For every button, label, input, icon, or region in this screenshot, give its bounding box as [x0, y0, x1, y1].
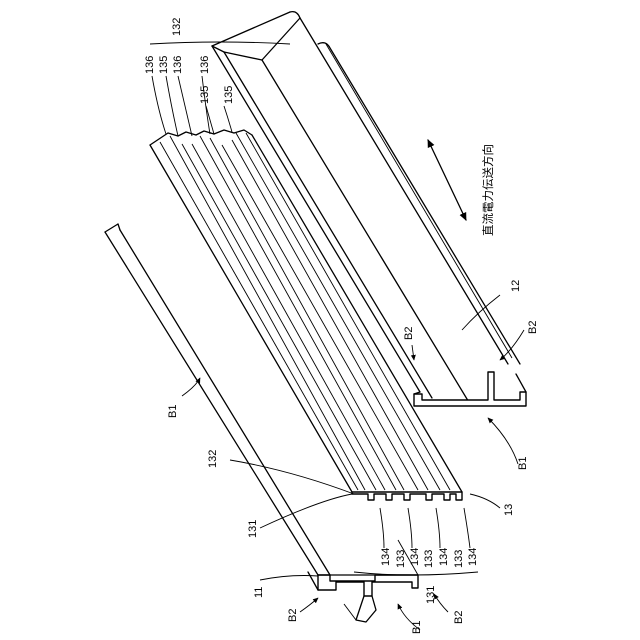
- label-133-c: 133: [453, 550, 465, 568]
- label-135-a: 135: [158, 56, 170, 74]
- label-b2-bottom: B2: [453, 611, 465, 624]
- label-135-b: 135: [199, 86, 211, 104]
- direction-label: 直流電力伝送方向: [481, 144, 495, 236]
- label-136-c: 136: [199, 56, 211, 74]
- label-133-a: 133: [395, 550, 407, 568]
- direction-arrow: [428, 140, 466, 220]
- label-136-b: 136: [172, 56, 184, 74]
- label-132-mid: 132: [207, 450, 219, 468]
- channel-11: [105, 224, 418, 622]
- label-b2-right: B2: [527, 321, 539, 334]
- label-135-c: 135: [223, 86, 235, 104]
- label-133-b: 133: [423, 550, 435, 568]
- label-136-a: 136: [144, 56, 156, 74]
- label-131-bottom: 131: [425, 586, 437, 604]
- conductor-13: [150, 130, 462, 500]
- channel-12: [212, 12, 526, 406]
- label-131-left: 131: [247, 520, 259, 538]
- label-134-d: 134: [467, 548, 479, 566]
- label-134-b: 134: [409, 548, 421, 566]
- label-12: 12: [510, 280, 522, 292]
- label-134-c: 134: [438, 548, 450, 566]
- label-b1-left: B1: [167, 405, 179, 418]
- label-b1-bottom: B1: [411, 621, 423, 634]
- label-11: 11: [253, 587, 265, 598]
- label-b2-left: B2: [287, 609, 299, 622]
- label-b2-top: B2: [403, 327, 415, 340]
- label-13: 13: [503, 504, 515, 516]
- label-132-top: 132: [171, 18, 183, 36]
- label-b1-right: B1: [517, 457, 529, 470]
- label-134-a: 134: [380, 548, 392, 566]
